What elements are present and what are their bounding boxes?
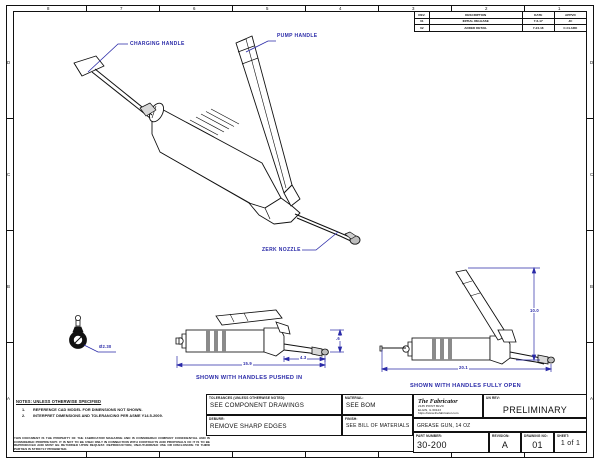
tolerances-cell: TOLERANCES (UNLESS OTHERWISE NOTED): SEE… [206,394,342,415]
callout-pump-handle: PUMP HANDLE [277,33,318,39]
sheet-cell: SHEET: 1 of 1 [554,432,587,453]
note-text-1: REFERENCE CAD MODEL FOR DIMENSIONS NOT S… [33,408,143,412]
pump-handle-part [235,35,301,207]
sheet-outer-border [6,5,594,458]
tolerances-value: SEE COMPONENT DRAWINGS [210,402,305,409]
table-row: 02 ADDED DETAIL 7-24-18 C.CLARK [414,24,588,32]
note-number-1: 1. [22,408,26,412]
drawing-number-value: 01 [532,440,543,450]
detail-diameter-leader [83,344,116,353]
material-label: MATERIAL: [345,396,364,400]
tolerances-label: TOLERANCES (UNLESS OTHERWISE NOTED): [209,396,286,400]
zone-label-side-c-right: C [590,172,594,177]
caption-handles-fully-open: SHOWN WITH HANDLES FULLY OPEN [410,383,521,389]
zone-label-top-7: 7 [120,6,123,11]
zone-label-top-5: 5 [266,6,269,11]
zone-label-side-d-right: D [590,60,594,65]
revision-value: A [501,440,509,450]
zerk-nozzle-tube [294,213,361,245]
zone-label-side-a-right: A [590,396,594,401]
sheet-label: SHEET: [557,434,570,438]
callout-zerk-nozzle: ZERK NOZZLE [262,247,301,253]
pump-handle-leader [245,40,276,53]
dim-pushed-in-overall: 15.9 [242,361,253,366]
dim-fully-open-overall: 20.1 [458,365,469,370]
drawing-number-cell: DRAWING NO: 01 [521,432,554,453]
notes-title: NOTES: UNLESS OTHERWISE SPECIFIED [16,399,102,404]
drawing-number-label: DRAWING NO: [524,434,548,438]
dim-pushed-in-height: .6 [335,336,341,341]
dim-pushed-in-nozzle: 4.3 [299,355,308,360]
zone-label-side-c: C [7,172,11,177]
finish-label: FINISH: [345,417,358,421]
pump-head [248,197,301,225]
deburr-label: DEBURR: [209,417,225,421]
callout-charging-handle: CHARGING HANDLE [130,41,185,47]
part-number-label: PART NUMBER: [416,434,443,438]
description-cell: GREASE GUN, 14 OZ [413,418,587,432]
status-value: PRELIMINARY [502,405,568,415]
note-text-2: INTERPRET DIMENSIONS AND TOLERANCING PER… [33,414,163,418]
zone-label-top-1: 1 [558,6,561,11]
status-cell: UN Rev: PRELIMINARY [483,394,587,418]
note-number-2: 2. [22,414,26,418]
company-name: The Fabricator [418,397,458,405]
material-cell: MATERIAL: SEE BOM [342,394,413,415]
part-number-value: 30-200 [417,440,447,450]
dim-fully-open-height: 10.0 [529,308,540,313]
zone-label-top-6: 6 [193,6,196,11]
part-number-cell: PART NUMBER: 30-200 [413,432,489,453]
status-label: UN Rev: [486,396,500,400]
zone-label-side-b-right: B [590,284,594,289]
description-value: GREASE GUN, 14 OZ [417,423,471,429]
material-value: SEE BOM [346,402,376,409]
sheet-value: 1 of 1 [560,440,581,447]
charging-handle-leader [87,43,128,73]
charging-handle-part [73,55,157,119]
zone-label-top-8: 8 [47,6,50,11]
deburr-value: REMOVE SHARP EDGES [210,423,287,430]
detail-diameter-label: Ø2.30 [98,344,113,349]
proprietary-disclaimer: THIS DOCUMENT IS THE PROPERTY OF THE FAB… [14,436,210,451]
zone-label-side-d: D [7,60,11,65]
zone-label-top-3: 3 [412,6,415,11]
zone-label-side-a: A [7,396,11,401]
revision-cell: REVISION: A [489,432,521,453]
zerk-nozzle-leader [302,231,339,251]
revision-table: REV. DESCRIPTION DATE APPVD 01 INITIAL R… [414,11,588,32]
finish-cell: FINISH: SEE BILL OF MATERIALS [342,415,413,436]
sheet-inner-border [13,11,587,452]
deburr-cell: DEBURR: REMOVE SHARP EDGES [206,415,342,436]
company-address: 2135 POINT BLVD ELGIN, IL 60123 https://… [418,404,459,416]
finish-value: SEE BILL OF MATERIALS [346,423,410,429]
company-cell: The Fabricator 2135 POINT BLVD ELGIN, IL… [413,394,483,418]
table-row: 01 INITIAL RELEASE 7-6-17 JC [414,17,588,25]
zone-label-top-4: 4 [339,6,342,11]
zone-label-top-2: 2 [485,6,488,11]
rev-cell-approved: C.CLARK [553,24,588,32]
zone-label-side-b: B [7,284,11,289]
revision-label: REVISION: [492,434,510,438]
caption-handles-pushed-in: SHOWN WITH HANDLES PUSHED IN [196,375,303,381]
